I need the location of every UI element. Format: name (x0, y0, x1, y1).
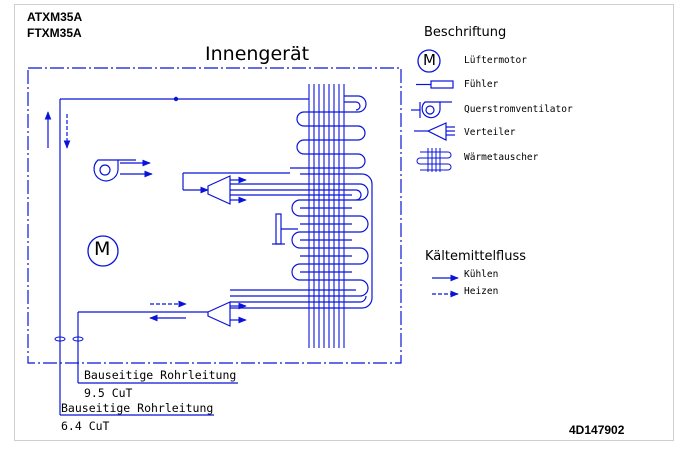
coil-middle (230, 173, 373, 309)
model-name-2: FTXM35A (27, 26, 82, 40)
legend-item-distributor: Verteiler (464, 127, 516, 138)
legend-heading: Beschriftung (424, 25, 507, 40)
unit-boundary (27, 67, 402, 364)
sensor-on-coil (275, 213, 282, 245)
flow-item-heating: Heizen (464, 286, 499, 297)
legend-heat-exchanger-icon (416, 148, 452, 172)
legend-item-sensor: Fühler (464, 79, 499, 90)
pipe-label-gas: Bauseitige Rohrleitung (61, 401, 214, 415)
legend-motor-symbol: M (423, 51, 436, 69)
drawing-number: 4D147902 (569, 423, 625, 437)
flow-item-cooling: Kühlen (464, 269, 499, 280)
gas-line (59, 96, 309, 416)
legend-item-fan: Querstromventilator (464, 104, 573, 115)
flare-connections (54, 336, 84, 342)
legend-distributor-icon (414, 122, 455, 141)
pipe-label-liquid: Bauseitige Rohrleitung (84, 368, 237, 382)
distributor-lower (78, 301, 231, 327)
legend-item-fan-motor: Lüftermotor (464, 55, 527, 66)
pipe-size-liquid: 9.5 CuT (84, 386, 133, 400)
distributor-upper (182, 172, 290, 205)
coil-upper (290, 95, 367, 169)
legend-item-heat-exchanger: Wärmetauscher (464, 152, 539, 163)
drawing-frame (14, 4, 674, 441)
legend-motor-icon (417, 49, 441, 73)
legend-sensor-icon (416, 80, 454, 89)
pipe-size-gas: 6.4 CuT (61, 419, 110, 433)
legend-fan-icon (411, 101, 452, 119)
fan-motor-icon (87, 235, 119, 267)
motor-label: M (94, 238, 111, 260)
cross-flow-fan-icon (93, 159, 153, 182)
flow-heading: Kältemittelfluss (425, 249, 527, 264)
model-name-1: ATXM35A (27, 10, 83, 24)
liquid-line (77, 312, 238, 384)
page-title: Innengerät (205, 43, 310, 65)
